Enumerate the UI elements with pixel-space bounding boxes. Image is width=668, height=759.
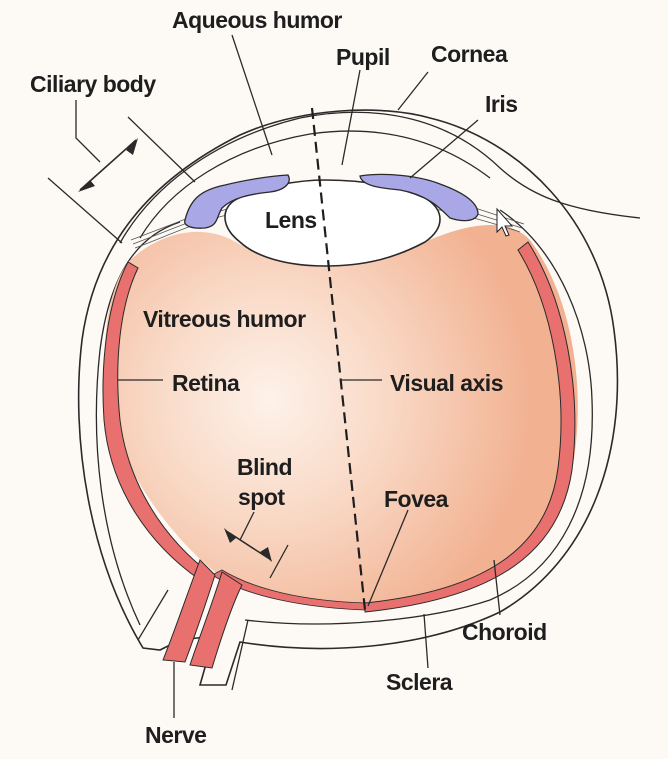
label-vitreous-humor: Vitreous humor bbox=[143, 306, 306, 332]
label-cornea: Cornea bbox=[431, 41, 508, 67]
label-nerve: Nerve bbox=[145, 722, 206, 748]
blind-spot-arrow bbox=[224, 511, 289, 579]
label-lens: Lens bbox=[265, 207, 317, 233]
ciliary-body-bracket bbox=[47, 100, 196, 244]
label-ciliary-body: Ciliary body bbox=[30, 71, 156, 97]
label-retina: Retina bbox=[172, 370, 240, 396]
label-blind-spot-line1: Blind bbox=[237, 454, 292, 480]
mouse-pointer-icon bbox=[496, 207, 514, 237]
label-iris: Iris bbox=[485, 91, 518, 117]
nerve-sheath-lines bbox=[137, 589, 249, 691]
label-sclera: Sclera bbox=[386, 669, 453, 695]
iris-right bbox=[359, 173, 479, 222]
label-blind-spot-line2: spot bbox=[238, 484, 285, 510]
lens bbox=[224, 179, 441, 267]
label-pupil: Pupil bbox=[336, 44, 390, 70]
label-visual-axis: Visual axis bbox=[390, 370, 503, 396]
optic-nerve bbox=[162, 559, 216, 663]
vitreous-body bbox=[104, 224, 578, 610]
cornea-outline bbox=[119, 111, 641, 244]
iris-left bbox=[184, 174, 290, 229]
label-aqueous-humor: Aqueous humor bbox=[172, 7, 342, 33]
cornea-inner bbox=[139, 130, 491, 239]
label-choroid: Choroid bbox=[462, 619, 547, 645]
leader-lines bbox=[118, 34, 501, 718]
optic-nerve-2 bbox=[189, 571, 243, 669]
label-fovea: Fovea bbox=[384, 486, 449, 512]
